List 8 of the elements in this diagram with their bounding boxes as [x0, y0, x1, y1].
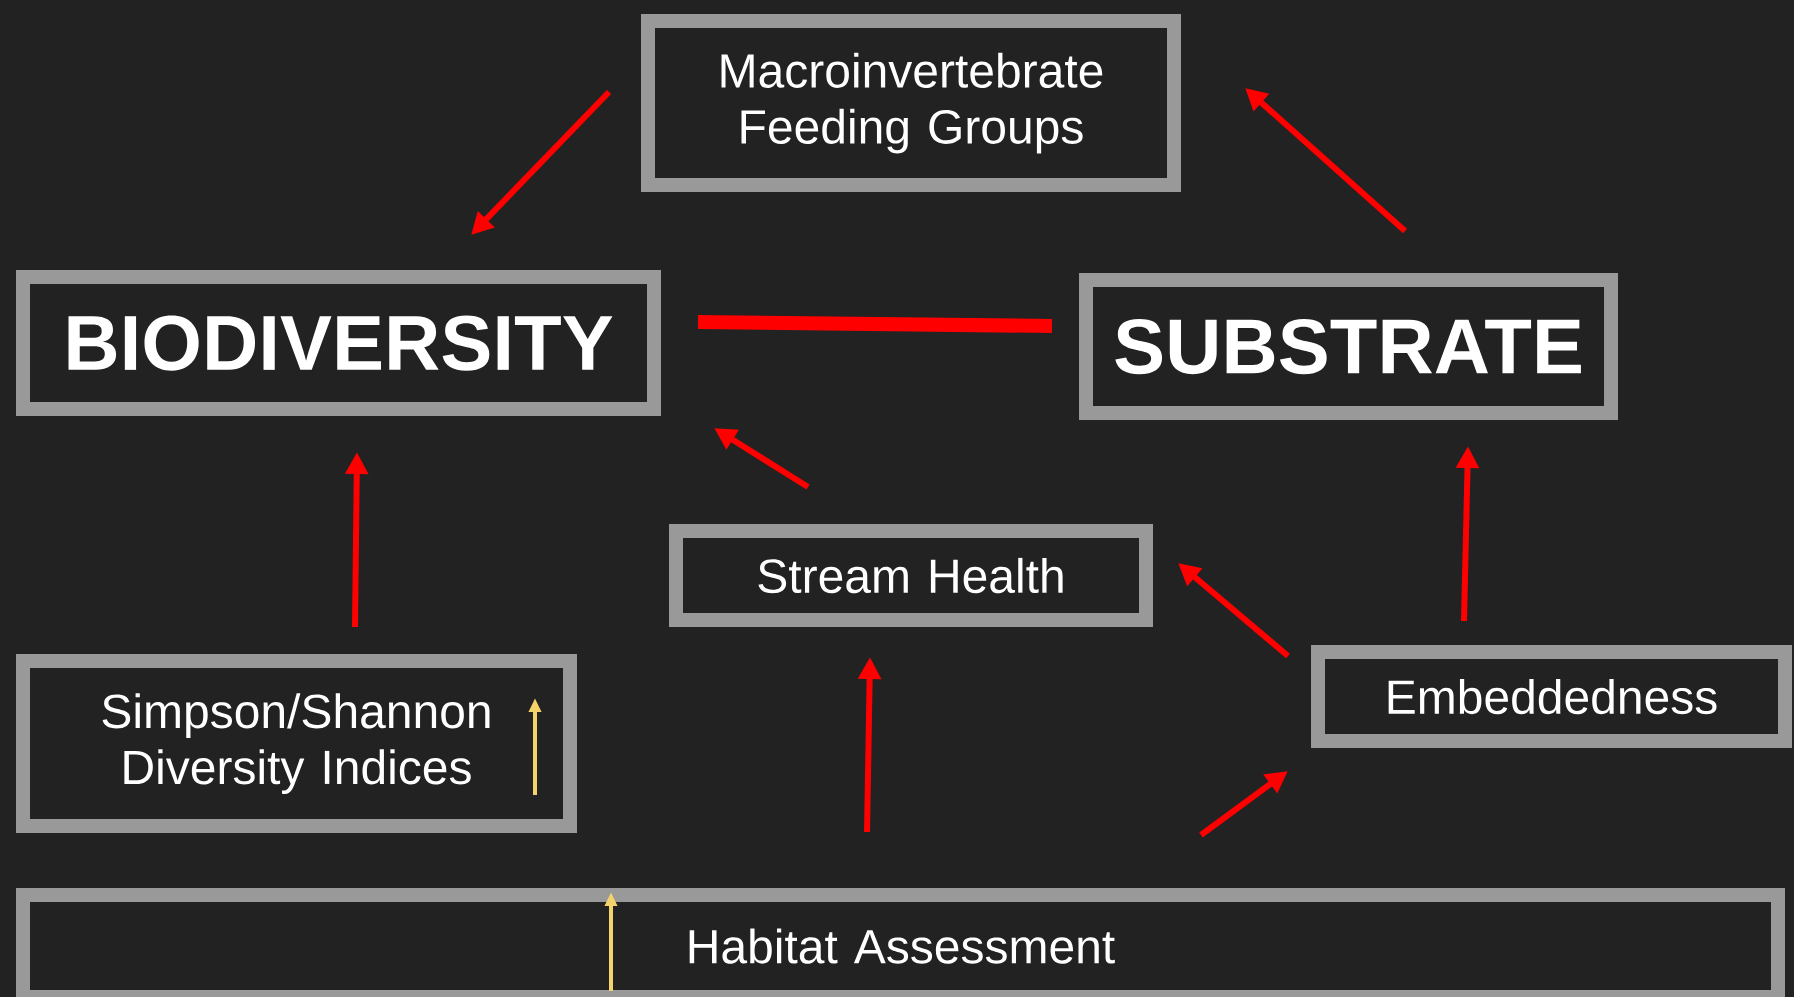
- concept-box: Stream Health: [669, 524, 1153, 627]
- concept-box: Embeddedness: [1311, 645, 1792, 748]
- title-box: BIODIVERSITY: [16, 270, 661, 416]
- connector-line: [697, 315, 1053, 333]
- concept-box: Macroinvertebrate Feeding Groups: [641, 14, 1181, 192]
- concept-box: Simpson/Shannon Diversity Indices: [16, 654, 577, 833]
- title-box: SUBSTRATE: [1079, 273, 1618, 420]
- concept-box: Habitat Assessment: [16, 888, 1785, 997]
